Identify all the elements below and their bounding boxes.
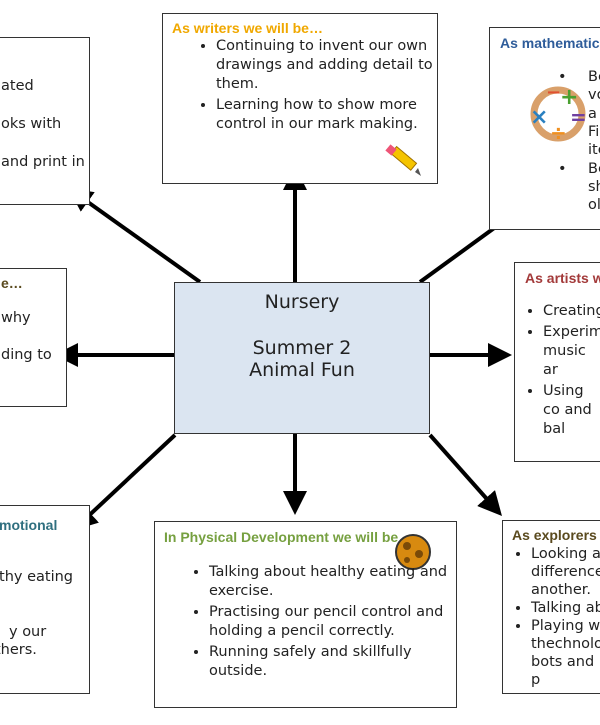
list-item: Talking about healthy eating and exercis… bbox=[209, 563, 469, 601]
box-emotional: motional lthy eating y our thers. bbox=[0, 505, 90, 694]
box-writers: As writers we will be… Continuing to inv… bbox=[162, 13, 438, 184]
football-icon bbox=[395, 534, 431, 570]
text-line: vo bbox=[588, 87, 600, 103]
box-top-left: ated oks with and print in bbox=[0, 37, 90, 205]
text-line: and print in bbox=[1, 154, 85, 170]
center-title: Nursery bbox=[264, 291, 340, 313]
box-mid-left: e… why ding to bbox=[0, 268, 67, 407]
text-line: Fi bbox=[588, 124, 600, 140]
text-line: ding to bbox=[1, 347, 52, 363]
arrow-down-right bbox=[428, 433, 502, 516]
text-line: Be bbox=[588, 69, 600, 85]
text-line: why bbox=[1, 310, 31, 326]
list-item: Experime music ar bbox=[543, 323, 600, 380]
math-symbols-icon: −+ × =÷ bbox=[530, 84, 587, 144]
list-item: Practising our pencil control and holdin… bbox=[209, 603, 469, 641]
list-item: Learning how to show more control in our… bbox=[216, 96, 446, 134]
text-line: ated bbox=[1, 78, 34, 94]
text-line: y our bbox=[9, 624, 47, 640]
list-item: Continuing to invent our own drawings an… bbox=[216, 37, 446, 94]
text-line: Be bbox=[588, 161, 600, 177]
writers-heading: As writers we will be… bbox=[172, 20, 323, 36]
box-mathematicians: As mathematic • Be vo a Fi ite • Be sh o… bbox=[489, 27, 600, 230]
physical-heading: In Physical Development we will be bbox=[164, 529, 399, 545]
arrow-up-left bbox=[68, 188, 202, 284]
list-item: Looking a difference another. bbox=[531, 545, 600, 599]
explorers-heading: As explorers bbox=[512, 527, 597, 543]
list-item: Creating bbox=[543, 302, 600, 321]
svg-text:−: − bbox=[546, 84, 561, 103]
svg-text:=: = bbox=[570, 105, 587, 129]
center-topic: Animal Fun bbox=[249, 359, 355, 381]
svg-text:÷: ÷ bbox=[550, 121, 567, 144]
text-line: oks with bbox=[1, 116, 62, 132]
text-line: thers. bbox=[0, 642, 37, 658]
maths-heading: As mathematic bbox=[500, 35, 600, 51]
bullet: • bbox=[558, 69, 567, 85]
bullet: • bbox=[558, 161, 567, 177]
text-line: ite bbox=[588, 142, 600, 158]
box-artists: As artists w Creating Experime music ar … bbox=[514, 262, 600, 462]
emotional-heading: motional bbox=[0, 517, 58, 533]
arrow-down-left bbox=[73, 433, 177, 531]
center-term: Summer 2 bbox=[252, 337, 352, 359]
box-explorers: As explorers Looking a difference anothe… bbox=[502, 520, 600, 694]
pencil-icon bbox=[385, 144, 421, 176]
text-line: a bbox=[588, 106, 597, 122]
list-item: Playing wi thechnolo bots and p bbox=[531, 617, 600, 689]
list-item: Running safely and skillfully outside. bbox=[209, 643, 469, 681]
list-item: Using co and bal bbox=[543, 382, 600, 439]
svg-text:+: + bbox=[560, 85, 578, 110]
list-item: Talking ab bbox=[531, 599, 600, 617]
text-line: ol bbox=[588, 197, 600, 213]
mid-left-heading: e… bbox=[1, 275, 23, 291]
text-line: sh bbox=[588, 179, 600, 195]
center-topic-box: Nursery Summer 2 Animal Fun bbox=[174, 282, 430, 434]
text-line: lthy eating bbox=[0, 569, 74, 585]
svg-text:×: × bbox=[530, 105, 548, 130]
box-physical: In Physical Development we will be Talki… bbox=[154, 521, 457, 708]
artists-heading: As artists w bbox=[525, 270, 600, 286]
